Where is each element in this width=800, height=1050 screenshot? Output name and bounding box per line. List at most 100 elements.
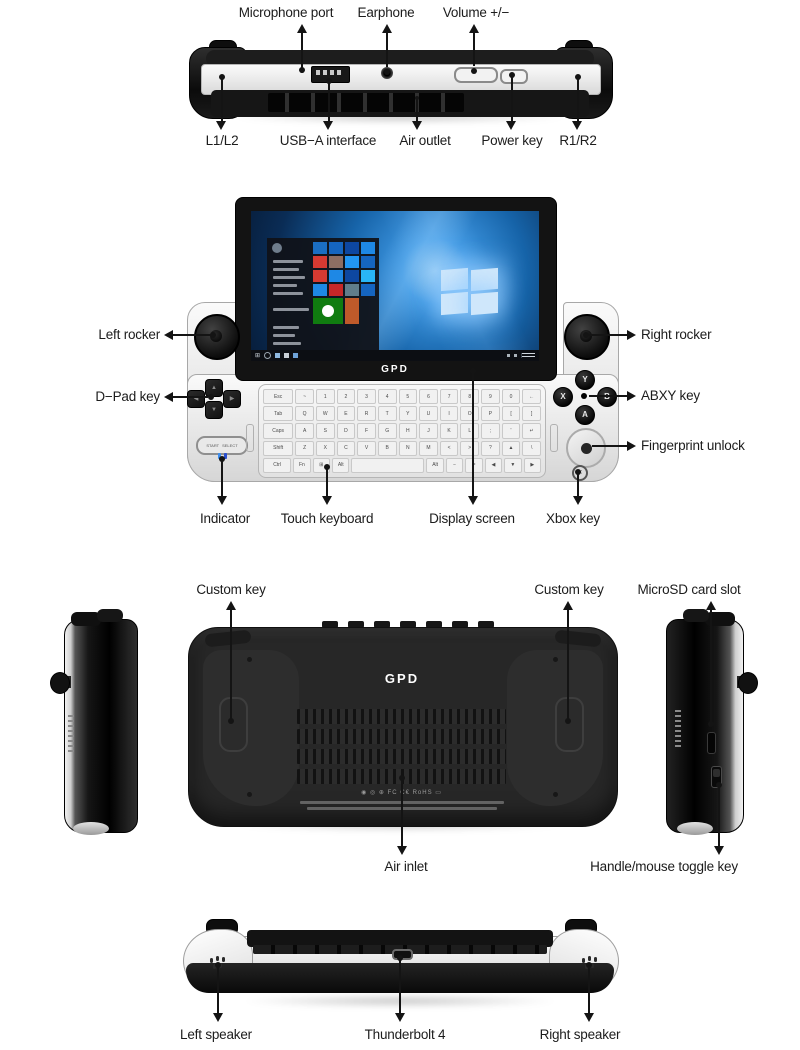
key-d: D [336, 423, 356, 439]
leader-power-line [511, 77, 513, 121]
leader-left-rocker-dot [210, 332, 216, 338]
start-tile [345, 270, 359, 282]
key-▼: ▼ [504, 457, 522, 474]
leader-microsd-dot [708, 721, 714, 727]
start-tile [345, 298, 359, 324]
key-w: W [315, 406, 335, 422]
label-left-rocker: Left rocker [98, 327, 160, 342]
windows-logo-pane [471, 267, 498, 292]
label-abxy: ABXY key [641, 388, 700, 403]
tray-icon [514, 354, 517, 357]
deck-notch-left [246, 424, 254, 452]
start-tile [329, 256, 343, 268]
left-side-stick-cap [50, 672, 70, 694]
leader-microsd-arrow [706, 601, 716, 610]
key-3: 3 [357, 389, 376, 405]
hinge-tooth [478, 621, 494, 628]
key-x: X [315, 440, 335, 456]
key-▶: ▶ [523, 457, 541, 474]
label-volume: Volume +/− [442, 5, 510, 20]
leader-custom-right-dot [565, 718, 571, 724]
leader-xbox-line [577, 474, 579, 496]
key-f: F [357, 423, 376, 439]
left-side-shoulder-button [71, 612, 101, 626]
label-thunderbolt: Thunderbolt 4 [364, 1027, 446, 1042]
key-]: ] [522, 406, 541, 422]
label-microphone-port: Microphone port [238, 5, 334, 20]
custom-key-right [555, 697, 584, 752]
leader-indicator-line [221, 461, 223, 496]
label-fingerprint: Fingerprint unlock [641, 438, 745, 453]
leader-left-rocker-arrow [164, 330, 173, 340]
key-[: [ [501, 406, 521, 422]
back-left-shoulder-bump [204, 629, 252, 648]
key-shift: Shift [263, 440, 294, 456]
screw [247, 657, 252, 662]
leader-left-rocker-line [173, 334, 211, 336]
leader-power-dot [509, 72, 515, 78]
label-custom-key-right: Custom key [534, 582, 604, 597]
right-side-view [666, 609, 758, 835]
leader-earphone-dot [384, 69, 390, 75]
user-avatar [272, 243, 282, 253]
label-custom-key-left: Custom key [196, 582, 266, 597]
key-k: K [439, 423, 459, 439]
start-menu-tiles [313, 242, 375, 324]
hinge-tooth [374, 621, 390, 628]
windows-logo-pane [471, 291, 498, 316]
key-m: M [419, 440, 438, 456]
fingerprint-center [581, 443, 592, 454]
label-touch-keyboard: Touch keyboard [280, 511, 374, 526]
key-6: 6 [419, 389, 438, 405]
dpad-left-key: ◀ [187, 390, 205, 408]
key-9: 9 [481, 389, 500, 405]
indicator-led-2 [224, 453, 227, 459]
custom-key-left [219, 697, 248, 752]
leader-left-speaker-line [217, 967, 219, 1013]
leader-volume-dot [471, 68, 477, 74]
taskbar: ⊞ [251, 350, 539, 361]
key-b: B [377, 440, 397, 456]
leader-thunderbolt-arrow [395, 1013, 405, 1022]
leader-custom-left-dot [228, 718, 234, 724]
microsd-card-slot [707, 732, 716, 754]
start-select-buttons: START SELECT [196, 436, 248, 455]
abxy-center-dot [581, 393, 587, 399]
right-side-foot [677, 822, 713, 835]
leader-handle-toggle-line [718, 787, 720, 846]
leader-usb-line [328, 83, 330, 121]
xbox-tile [313, 298, 343, 324]
right-side-trigger [683, 609, 709, 622]
menu-item-bar [273, 260, 303, 263]
leader-right-rocker-line [589, 334, 627, 336]
leader-touch-keyboard-line [326, 469, 328, 496]
leader-abxy-arrow [627, 391, 636, 401]
label-air-outlet: Air outlet [399, 133, 451, 148]
key-◀: ◀ [484, 457, 503, 474]
key-a: A [295, 423, 314, 439]
display-screen: ⊞ [251, 211, 539, 361]
leader-air-inlet-arrow [397, 846, 407, 855]
key-y: Y [398, 406, 418, 422]
leader-air-outlet-dot [415, 96, 419, 100]
x-button: X [553, 387, 573, 407]
taskbar-app-icon [284, 353, 290, 358]
leader-microphone-arrow [297, 24, 307, 33]
left-side-trigger [97, 609, 123, 622]
leader-r1r2-dot [575, 74, 581, 80]
start-tile [345, 242, 359, 254]
leader-left-speaker-dot [215, 962, 221, 968]
leader-abxy-line [589, 395, 627, 397]
left-side-foot [73, 822, 109, 835]
leader-air-inlet-line [401, 780, 403, 846]
leader-earphone-line [386, 33, 388, 67]
key-j: J [419, 423, 438, 439]
fingerprint-sensor [566, 428, 606, 468]
key-s: S [315, 423, 335, 439]
key-u: U [419, 406, 438, 422]
key-q: Q [295, 406, 314, 422]
key-p: P [481, 406, 500, 422]
key-~: ~ [295, 389, 314, 405]
key-c: C [336, 440, 356, 456]
